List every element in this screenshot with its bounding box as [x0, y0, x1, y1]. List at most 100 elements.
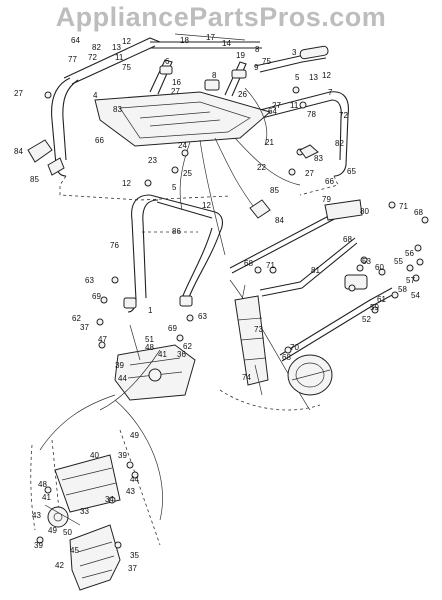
callout-26: 26 — [238, 90, 247, 99]
callout-85a: 85 — [30, 175, 39, 184]
callout-79: 79 — [322, 195, 331, 204]
callout-8: 8 — [255, 45, 260, 54]
callout-1: 1 — [148, 306, 153, 315]
callout-65: 65 — [347, 167, 356, 176]
drive-assembly — [30, 324, 196, 591]
callout-9: 9 — [254, 63, 259, 72]
auger-housing — [219, 279, 333, 411]
callout-13: 13 — [112, 43, 121, 52]
callout-47: 47 — [98, 335, 107, 344]
callout-83b: 83 — [314, 154, 323, 163]
callout-84a: 84 — [14, 147, 23, 156]
callout-12b: 12 — [322, 71, 331, 80]
callout-44b: 44 — [130, 475, 139, 484]
callout-80: 80 — [360, 207, 369, 216]
callout-84b: 84 — [275, 216, 284, 225]
callout-85b: 85 — [270, 186, 279, 195]
callout-66b: 66 — [325, 177, 334, 186]
callout-49b: 49 — [48, 526, 57, 535]
callout-48b: 48 — [38, 480, 47, 489]
callout-35: 35 — [130, 551, 139, 560]
callout-39a: 39 — [115, 361, 124, 370]
callout-71b: 71 — [266, 261, 275, 270]
callout-68d: 68 — [282, 353, 291, 362]
callout-36: 36 — [177, 350, 186, 359]
callout-21: 21 — [265, 138, 274, 147]
callout-63b: 63 — [198, 312, 207, 321]
callout-72b: 72 — [339, 111, 348, 120]
callout-11a: 11 — [115, 53, 124, 62]
callout-37: 37 — [80, 323, 89, 332]
callout-70: 70 — [290, 343, 299, 352]
callout-25: 25 — [183, 169, 192, 178]
callout-19: 19 — [236, 51, 245, 60]
callout-27d: 27 — [305, 169, 314, 178]
callout-5: 5 — [295, 73, 300, 82]
callout-45: 45 — [70, 546, 79, 555]
callout-81: 81 — [311, 266, 320, 275]
callout-24: 24 — [178, 141, 187, 150]
callout-3: 3 — [292, 48, 297, 57]
callout-63a: 63 — [85, 276, 94, 285]
callout-74: 74 — [242, 373, 251, 382]
callout-71a: 71 — [399, 202, 408, 211]
callout-41b: 41 — [42, 493, 51, 502]
callout-54: 54 — [411, 291, 420, 300]
upper-handle-assembly — [27, 33, 349, 256]
callout-labels: 64 82 13 12 12 17 14 18 8 3 19 75 9 77 7… — [14, 33, 423, 573]
callout-68c: 68 — [244, 259, 253, 268]
callout-69: 69 — [92, 292, 101, 301]
callout-75a: 75 — [262, 57, 271, 66]
callout-73: 73 — [254, 325, 263, 334]
callout-39c: 39 — [34, 541, 43, 550]
callout-5b: 5 — [172, 183, 177, 192]
callout-62b: 62 — [183, 342, 192, 351]
callout-82b: 82 — [335, 139, 344, 148]
callout-72a: 72 — [88, 53, 97, 62]
callout-7a: 7 — [328, 88, 333, 97]
callout-16: 16 — [172, 78, 181, 87]
callout-68b: 68 — [343, 235, 352, 244]
callout-57: 57 — [406, 276, 415, 285]
callout-82: 82 — [92, 43, 101, 52]
callout-83a: 83 — [113, 105, 122, 114]
callout-78: 78 — [307, 110, 316, 119]
callout-37b: 37 — [128, 564, 137, 573]
callout-6: 6 — [165, 57, 170, 66]
callout-48a: 48 — [145, 343, 154, 352]
callout-27c: 27 — [272, 101, 281, 110]
callout-53: 53 — [362, 257, 371, 266]
callout-77: 77 — [68, 55, 77, 64]
control-rod-linkage — [229, 199, 429, 362]
callout-13b: 13 — [309, 73, 318, 82]
callout-33: 33 — [80, 507, 89, 516]
callout-76: 76 — [110, 241, 119, 250]
watermark: AppliancePartsPros.com — [55, 2, 387, 32]
callout-50: 50 — [63, 528, 72, 537]
callout-8b: 8 — [212, 71, 217, 80]
callout-86: 86 — [172, 227, 181, 236]
callout-18: 18 — [180, 36, 189, 45]
callout-64: 64 — [71, 36, 80, 45]
callout-17: 17 — [206, 33, 215, 42]
callout-69b: 69 — [168, 324, 177, 333]
callout-23: 23 — [148, 156, 157, 165]
callout-64b: 64 — [268, 107, 277, 116]
callout-11b: 11 — [290, 101, 299, 110]
callout-56: 56 — [405, 249, 414, 258]
callout-60: 60 — [375, 263, 384, 272]
callout-39b: 39 — [118, 451, 127, 460]
callout-61: 61 — [377, 295, 386, 304]
callout-12: 12 — [122, 37, 131, 46]
callout-58: 58 — [398, 285, 407, 294]
callout-59: 59 — [370, 303, 379, 312]
callout-27a: 27 — [171, 87, 180, 96]
callout-44a: 44 — [118, 374, 127, 383]
callout-55: 55 — [394, 257, 403, 266]
callout-52: 52 — [362, 315, 371, 324]
callout-34: 34 — [105, 495, 114, 504]
lower-handle — [96, 194, 224, 349]
callout-66a: 66 — [95, 136, 104, 145]
callout-43a: 43 — [126, 487, 135, 496]
